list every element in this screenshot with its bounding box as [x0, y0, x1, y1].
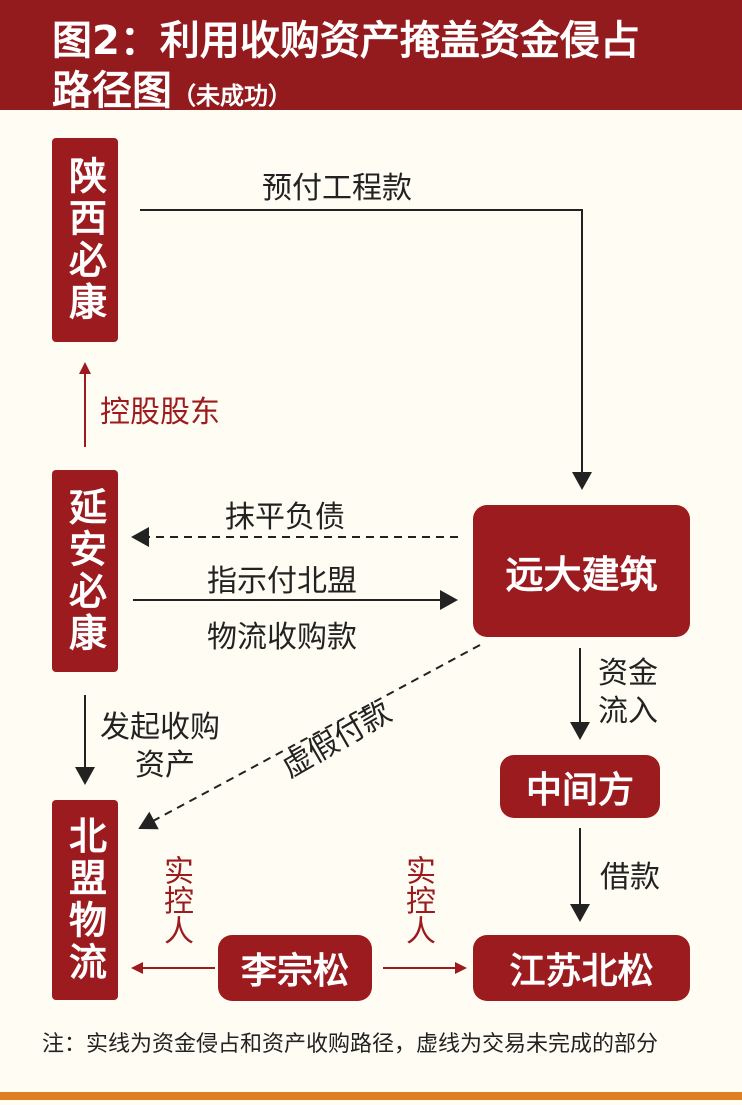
- node-zhongjianfang: 中间方: [500, 755, 660, 818]
- title-line2-text: 路径图: [52, 68, 172, 114]
- label-controller-left: 实控人: [158, 855, 193, 945]
- title-banner: 图2：利用收购资产掩盖资金侵占 路径图（未成功）: [0, 0, 742, 114]
- label-fund-in: 资金流入: [598, 656, 658, 729]
- label-initiate-line1: 发起收购: [100, 710, 220, 745]
- label-loan: 借款: [600, 860, 660, 895]
- label-holding: 控股股东: [100, 395, 220, 430]
- label-initiate-line2: 资产: [135, 748, 195, 783]
- title-subtitle: （未成功）: [172, 82, 292, 110]
- node-li-zongsong: 李宗松: [218, 935, 372, 1001]
- label-offset-debt: 抹平负债: [225, 500, 345, 535]
- arrow-prepay: [140, 209, 592, 490]
- title-line2: 路径图（未成功）: [52, 58, 292, 116]
- label-instruct-line1: 指示付北盟: [207, 564, 357, 599]
- node-jiangsu-beisong: 江苏北松: [473, 935, 690, 1001]
- node-shaanxi-bikang: 陕西必康: [52, 138, 118, 342]
- label-instruct-line2: 物流收购款: [207, 620, 357, 655]
- footnote: 注：实线为资金侵占和资产收购路径，虚线为交易未完成的部分: [42, 1032, 659, 1057]
- node-beimeng-wuliu: 北盟物流: [52, 800, 118, 1000]
- label-prepay: 预付工程款: [262, 171, 412, 206]
- node-yuanda-jianzhu: 远大建筑: [473, 505, 690, 637]
- label-controller-right: 实控人: [400, 855, 435, 945]
- node-yanan-bikang: 延安必康: [52, 470, 118, 672]
- footer-bar: [0, 1092, 742, 1100]
- title-line1: 图2：利用收购资产掩盖资金侵占: [52, 18, 640, 64]
